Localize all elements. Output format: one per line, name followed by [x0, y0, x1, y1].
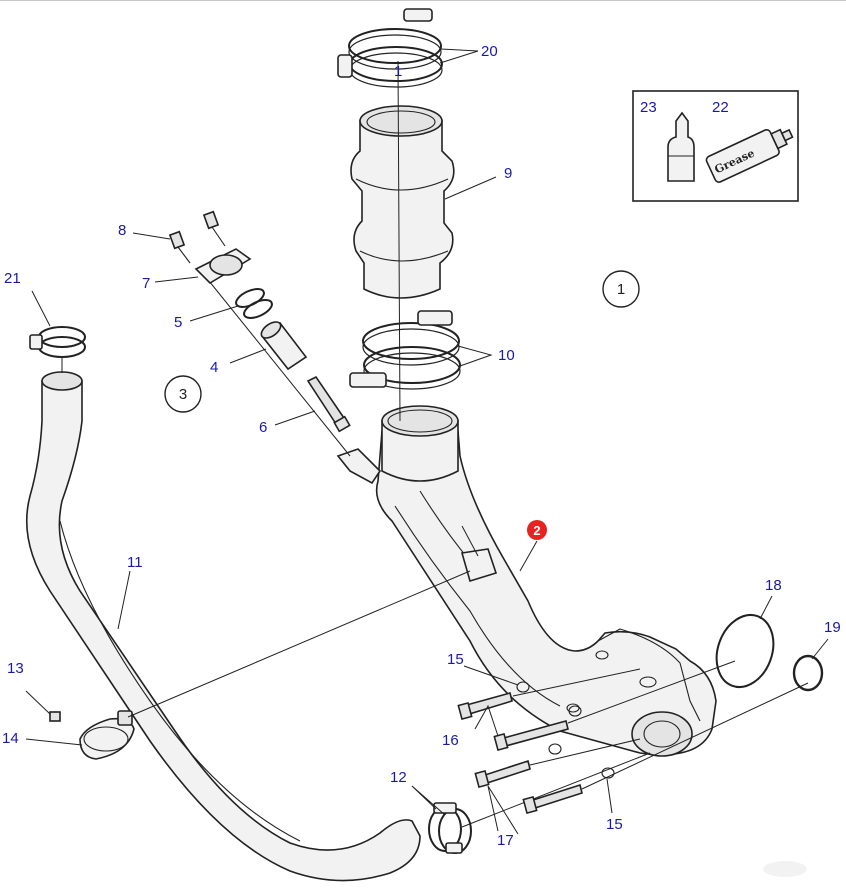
- label-15-top: 15: [447, 651, 464, 668]
- coolant-tube: [25, 371, 421, 882]
- tube-clamp-14: [49, 710, 135, 760]
- label-13: 13: [7, 660, 24, 677]
- o-ring-19: [792, 654, 824, 692]
- label-4: 4: [210, 359, 218, 376]
- label-1: 1: [394, 63, 402, 80]
- hose-clamp-12: [428, 802, 472, 854]
- label-21: 21: [4, 270, 21, 287]
- label-23: 23: [640, 99, 657, 116]
- label-11: 11: [127, 554, 143, 571]
- exhaust-elbow-pipe: [375, 430, 717, 757]
- label-19: 19: [824, 619, 841, 636]
- sensor-assembly: [168, 210, 351, 457]
- label-5: 5: [174, 314, 182, 331]
- label-9: 9: [504, 165, 512, 182]
- label-18: 18: [765, 577, 782, 594]
- leader-lines: [25, 48, 829, 835]
- o-ring-18: [715, 614, 775, 688]
- svg-text:1: 1: [617, 281, 625, 298]
- hose-clamp-middle: [349, 310, 461, 390]
- label-14: 14: [2, 730, 19, 747]
- svg-text:3: 3: [179, 386, 187, 403]
- label-6: 6: [259, 419, 267, 436]
- svg-text:2: 2: [533, 523, 540, 538]
- upper-pipe-stub: [381, 405, 459, 482]
- hose-clamp-upper: [337, 8, 443, 88]
- label-12: 12: [390, 769, 407, 786]
- part-labels: 20 1 9 10 8 7 5 4 6 21 11 13 14 12 15 16…: [2, 43, 841, 849]
- callout-3: 3: [164, 375, 202, 413]
- label-17: 17: [497, 832, 514, 849]
- watermark-blob: [763, 861, 807, 877]
- callout-2-red: 2: [527, 520, 547, 540]
- rubber-hose: [350, 105, 455, 299]
- consumables-inset: Grease: [632, 90, 799, 202]
- label-8: 8: [118, 222, 126, 239]
- label-22: 22: [712, 99, 729, 116]
- label-20: 20: [481, 43, 498, 60]
- label-16: 16: [442, 732, 459, 749]
- label-7: 7: [142, 275, 150, 292]
- hose-clamp-21: [29, 326, 86, 358]
- label-10: 10: [498, 347, 515, 364]
- callout-1: 1: [602, 270, 640, 308]
- mounting-bolts: [457, 660, 809, 815]
- label-15-bottom: 15: [606, 816, 623, 833]
